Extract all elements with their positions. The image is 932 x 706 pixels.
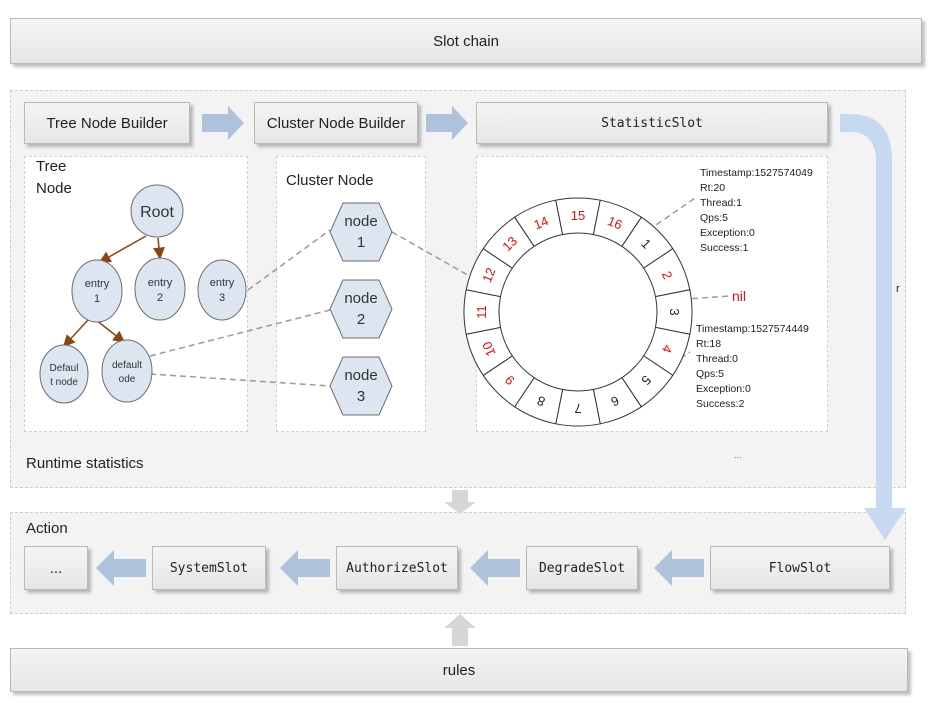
- slot-chain-title: Slot chain: [433, 32, 499, 50]
- tree-entry1-label: entry: [85, 278, 110, 290]
- arrow-left-icon: [280, 550, 330, 586]
- tree-edge: [98, 235, 147, 263]
- tree-default-node-1: [39, 344, 89, 404]
- tree-default1-line2: t node: [50, 377, 78, 388]
- cluster-node-builder-label: Cluster Node Builder: [266, 114, 406, 132]
- info-top-line: Timestamp:1527574049: [700, 167, 813, 179]
- tree-entry2-node: [134, 257, 186, 321]
- info-bottom-line: Success:2: [696, 398, 745, 410]
- ring-bucket-label: 14: [532, 213, 551, 232]
- info-top-line: Success:1: [700, 242, 749, 254]
- connector-entry3-node1: [247, 229, 331, 291]
- cluster-node-builder-button[interactable]: Cluster Node Builder: [254, 102, 418, 144]
- tree-entry1-node: [71, 259, 123, 323]
- tree-entry3-number: 3: [219, 292, 225, 304]
- flow-slot-label: FlowSlot: [768, 560, 832, 576]
- region-dots: ...: [734, 450, 742, 460]
- degrade-slot-button[interactable]: DegradeSlot: [526, 546, 638, 590]
- flow-slot-button[interactable]: FlowSlot: [710, 546, 890, 590]
- tree-root-node: [130, 184, 184, 238]
- tree-entry2-label: entry: [148, 277, 173, 289]
- ring-bucket-label: 12: [479, 266, 498, 285]
- info-top-line: Thread:1: [700, 197, 743, 209]
- cluster-panel-title: Cluster Node: [286, 172, 374, 189]
- ring-bucket-label: 7: [574, 401, 581, 416]
- tree-default-node-2: [101, 339, 153, 403]
- ring-bucket-label: 11: [474, 305, 489, 319]
- cluster-node-3-label: node: [344, 367, 377, 384]
- tree-node-builder-button[interactable]: Tree Node Builder: [24, 102, 190, 144]
- info-bottom-line: Qps:5: [696, 368, 725, 380]
- curved-flow-arrow: [840, 114, 906, 540]
- arrow-up-icon: [444, 614, 476, 646]
- cluster-node-3-number: 3: [357, 388, 365, 405]
- tree-entry3-label: entry: [210, 277, 235, 289]
- system-slot-button[interactable]: SystemSlot: [152, 546, 266, 590]
- authorize-slot-label: AuthorizeSlot: [346, 560, 448, 576]
- statistic-slot-button[interactable]: StatisticSlot: [476, 102, 828, 144]
- arrow-down-icon: [444, 490, 476, 514]
- ring-bucket-label: 16: [605, 213, 624, 232]
- info-bottom-line: Rt:18: [696, 338, 722, 350]
- ring-bucket-label: 10: [479, 339, 498, 358]
- tree-panel-title-line1: Tree: [36, 158, 67, 175]
- tree-edge: [62, 319, 89, 348]
- system-slot-label: SystemSlot: [169, 560, 249, 576]
- tree-node-builder-label: Tree Node Builder: [46, 114, 168, 132]
- tree-root-label: Root: [140, 204, 174, 221]
- arrow-right-icon: [426, 106, 468, 140]
- slot-chain-header: Slot chain: [10, 18, 922, 64]
- info-bottom-line: Thread:0: [696, 353, 739, 365]
- tree-panel-title-line2: Node: [36, 180, 72, 197]
- info-top: Timestamp:1527574049 Rt:20 Thread:1 Qps:…: [700, 166, 813, 256]
- tree-default2-line1: default: [112, 360, 142, 371]
- info-bottom: Timestamp:1527574449 Rt:18 Thread:0 Qps:…: [696, 322, 809, 412]
- connector-default2-node3: [149, 373, 331, 387]
- side-letter: r: [896, 283, 900, 295]
- degrade-slot-label: DegradeSlot: [538, 560, 626, 576]
- cluster-node-2-number: 2: [357, 311, 365, 328]
- cluster-node-2-hexagon: [329, 279, 393, 339]
- ring-bucket: [592, 199, 643, 248]
- statistic-slot-label: StatisticSlot: [601, 115, 703, 131]
- info-bottom-line: Timestamp:1527574449: [696, 323, 809, 335]
- info-bottom-line: Exception:0: [696, 383, 751, 395]
- runtime-statistics-label: Runtime statistics: [26, 455, 144, 472]
- tree-edge: [152, 237, 165, 260]
- tree-default1-line1: Defaul: [50, 363, 79, 374]
- tree-default2-line2: ode: [119, 374, 136, 385]
- cluster-node-1-hexagon: [329, 202, 393, 262]
- ellipsis-slot-button[interactable]: ...: [24, 546, 88, 590]
- arrow-left-icon: [96, 550, 146, 586]
- cluster-node-2-label: node: [344, 290, 377, 307]
- ring-bucket-label: 3: [667, 308, 682, 315]
- arrow-left-icon: [470, 550, 520, 586]
- arrow-left-icon: [654, 550, 704, 586]
- info-top-line: Exception:0: [700, 227, 755, 239]
- ellipsis-slot-label: ...: [49, 559, 63, 577]
- action-label: Action: [26, 520, 68, 537]
- info-top-line: Rt:20: [700, 182, 726, 194]
- cluster-node-1-number: 1: [357, 234, 365, 251]
- rules-footer: rules: [10, 648, 908, 692]
- tree-entry3-node: [197, 259, 247, 321]
- rules-title: rules: [442, 661, 476, 679]
- cluster-node-3-hexagon: [329, 356, 393, 416]
- ring-bucket-label: 15: [571, 208, 585, 223]
- tree-entry2-number: 2: [157, 292, 163, 304]
- info-top-line: Qps:5: [700, 212, 729, 224]
- cluster-node-1-label: node: [344, 213, 377, 230]
- connector-default2-node2: [149, 309, 331, 357]
- arrow-right-icon: [202, 106, 244, 140]
- tree-entry1-number: 1: [94, 293, 100, 305]
- nil-label: nil: [732, 288, 746, 304]
- tree-edge: [95, 319, 126, 343]
- authorize-slot-button[interactable]: AuthorizeSlot: [336, 546, 458, 590]
